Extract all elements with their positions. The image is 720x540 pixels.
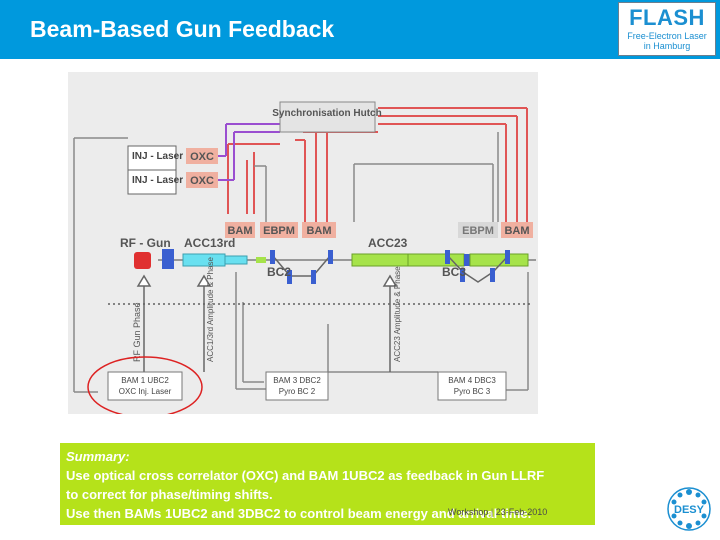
svg-text:EBPM: EBPM	[263, 225, 295, 237]
footer-event: Workshop	[448, 507, 489, 517]
acc23-label: ACC23	[368, 236, 408, 250]
sync-hutch-box: Synchronisation Hutch	[272, 101, 382, 133]
flash-logo-subtitle-1: Free-Electron Laser	[627, 31, 707, 41]
svg-text:BAM 3 DBC2: BAM 3 DBC2	[273, 376, 321, 385]
highlight-circle	[87, 356, 203, 414]
header-bar: Beam-Based Gun Feedback FLASH Free-Elect…	[0, 0, 720, 59]
feedback-diagram: Synchronisation Hutch INJ - Laser 2 INJ …	[68, 72, 538, 414]
svg-text:BAM: BAM	[306, 225, 331, 237]
bc2-chicane	[272, 255, 331, 277]
rf-gun-label: RF - Gun	[120, 236, 171, 250]
acc23-modules	[351, 253, 529, 267]
bc2-label: BC2	[267, 265, 291, 279]
footer: Workshop | 23-Feb-2010	[448, 507, 548, 517]
svg-text:OXC Inj. Laser: OXC Inj. Laser	[119, 387, 172, 396]
oxc-1-label: OXC	[190, 151, 214, 163]
svg-text:BAM: BAM	[227, 225, 252, 237]
summary-box: Summary: Use optical cross correlator (O…	[60, 443, 595, 525]
footer-date: 23-Feb-2010	[495, 507, 548, 517]
oxc-box-1: OXC	[186, 148, 218, 164]
monitor-box-bam4: BAM 4 DBC3 Pyro BC 3	[437, 371, 507, 401]
svg-text:BAM: BAM	[504, 225, 529, 237]
monitor-box-bam1: BAM 1 UBC2 OXC Inj. Laser	[107, 371, 183, 401]
svg-text:BAM 1 UBC2: BAM 1 UBC2	[121, 376, 169, 385]
summary-line-1: Use optical cross correlator (OXC) and B…	[66, 468, 545, 483]
acc13rd-link	[256, 257, 266, 263]
oxc-2-label: OXC	[190, 175, 214, 187]
sync-lines-red	[227, 107, 528, 222]
svg-text:Pyro BC 2: Pyro BC 2	[279, 387, 316, 396]
svg-text:EBPM: EBPM	[462, 225, 494, 237]
bam-tag-3: BAM	[501, 222, 533, 238]
summary-line-2: to correct for phase/timing shifts.	[66, 487, 273, 502]
flash-logo-subtitle-2: in Hamburg	[643, 41, 691, 51]
acc13rd-label: ACC13rd	[184, 236, 235, 250]
svg-text:Pyro BC 3: Pyro BC 3	[454, 387, 491, 396]
acc13rd-module	[182, 253, 248, 267]
slide-title: Beam-Based Gun Feedback	[30, 16, 335, 42]
feedback-wiring	[73, 132, 529, 393]
bam-tag-1: BAM	[225, 222, 255, 238]
bc3-label: BC3	[442, 265, 466, 279]
svg-text:BAM 4 DBC3: BAM 4 DBC3	[448, 376, 496, 385]
oxc-box-2: OXC	[186, 172, 218, 188]
monitor-box-bam3: BAM 3 DBC2 Pyro BC 2	[265, 371, 329, 401]
sync-hutch-label: Synchronisation Hutch	[272, 108, 381, 119]
ebpm-tag-2: EBPM	[458, 222, 498, 238]
inj-laser-2-label: INJ - Laser 2	[132, 151, 192, 162]
control-arrows	[136, 274, 398, 372]
inj-laser-1-label: INJ - Laser 1	[132, 175, 192, 186]
flash-logo: FLASH Free-Electron Laser in Hamburg	[618, 2, 716, 56]
acc1-amp-phase-label: ACC1/3rd Amplitude & Phase	[206, 257, 215, 362]
rf-gun-device	[134, 249, 174, 269]
rf-gun-phase-label: RF Gun Phase	[132, 302, 142, 362]
inj-laser-1-box: INJ - Laser 1	[127, 169, 192, 195]
sync-lines-purple	[218, 123, 280, 181]
desy-logo-text: DESY	[674, 504, 705, 516]
inj-laser-2-box: INJ - Laser 2	[127, 145, 192, 171]
ebpm-tag-1: EBPM	[260, 222, 298, 238]
summary-line-3: Use then BAMs 1UBC2 and 3DBC2 to control…	[66, 506, 532, 521]
summary-title: Summary:	[66, 449, 130, 464]
bc3-chicane	[447, 255, 509, 283]
desy-logo: DESY	[667, 487, 711, 531]
acc23-amp-phase-label: ACC23 Amplitude & Phase	[393, 266, 402, 362]
bam-tag-2: BAM	[302, 222, 336, 238]
flash-logo-text: FLASH	[629, 5, 705, 30]
